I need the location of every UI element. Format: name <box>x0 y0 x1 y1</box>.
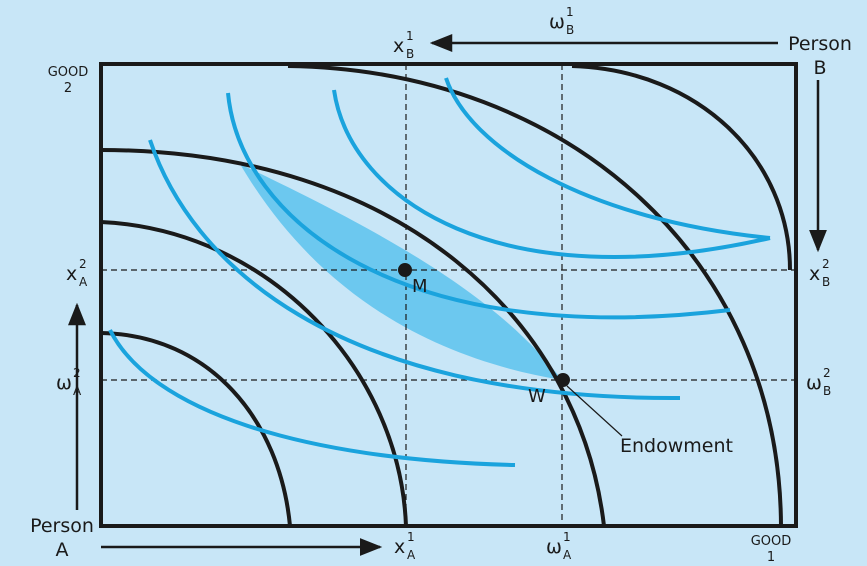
label-omegaA1: ω 1 A <box>546 530 572 562</box>
endowment-pointer <box>566 385 623 437</box>
indifference-curves-B <box>108 77 771 467</box>
curve-B-1 <box>108 329 516 467</box>
svg-text:A: A <box>73 384 82 398</box>
svg-text:ω: ω <box>549 11 565 33</box>
svg-text:x: x <box>394 536 405 558</box>
label-omegaB1: ω 1 B <box>549 5 574 37</box>
endowment-label: Endowment <box>620 435 733 457</box>
curve-A-5 <box>571 64 792 271</box>
svg-text:A: A <box>563 548 572 562</box>
label-xB1: x 1 B <box>393 29 414 61</box>
point-W <box>556 373 570 387</box>
point-M <box>398 263 412 277</box>
label-xB2: x 2 B <box>809 257 830 289</box>
curve-B-3 <box>226 92 731 320</box>
label-omegaA2: ω 2 A <box>56 366 82 398</box>
curve-A-4 <box>287 64 783 527</box>
svg-text:B: B <box>822 275 830 289</box>
svg-text:1: 1 <box>566 5 574 19</box>
curve-A-3 <box>100 148 606 527</box>
good1-label-line2: 1 <box>767 550 775 565</box>
svg-text:A: A <box>79 275 88 289</box>
svg-text:ω: ω <box>806 372 822 394</box>
label-omegaB2: ω 2 B <box>806 366 831 398</box>
svg-text:2: 2 <box>823 366 831 380</box>
svg-text:ω: ω <box>56 372 72 394</box>
point-W-label: W <box>528 386 546 407</box>
svg-text:B: B <box>566 23 574 37</box>
label-xA2: x 2 A <box>66 257 88 289</box>
label-xA1: x 1 A <box>394 530 416 562</box>
point-M-label: M <box>412 276 428 297</box>
personA-label-line2: A <box>56 539 69 561</box>
good2-label-line1: GOOD <box>48 65 89 80</box>
svg-text:A: A <box>407 548 416 562</box>
svg-text:1: 1 <box>407 530 415 544</box>
svg-text:2: 2 <box>822 257 830 271</box>
personA-label-line1: Person <box>30 515 94 537</box>
indifference-curves-A <box>100 64 783 527</box>
svg-text:2: 2 <box>79 257 87 271</box>
svg-text:2: 2 <box>73 366 81 380</box>
svg-text:x: x <box>393 35 404 57</box>
personB-label-line2: B <box>813 57 826 79</box>
personB-label-line1: Person <box>788 33 852 55</box>
curve-B-2 <box>148 139 681 401</box>
good2-label-line2: 2 <box>64 81 72 96</box>
good1-label-line1: GOOD <box>751 534 792 549</box>
curve-A-1 <box>100 331 292 527</box>
curve-B-4 <box>332 89 771 260</box>
svg-text:x: x <box>66 263 77 285</box>
curve-B-5 <box>444 77 771 240</box>
svg-text:1: 1 <box>563 530 571 544</box>
svg-text:x: x <box>809 263 820 285</box>
svg-text:1: 1 <box>406 29 414 43</box>
dashed-guides <box>101 64 796 526</box>
svg-text:ω: ω <box>546 536 562 558</box>
curve-A-2 <box>100 220 408 527</box>
svg-text:B: B <box>406 47 414 61</box>
svg-text:B: B <box>823 384 831 398</box>
